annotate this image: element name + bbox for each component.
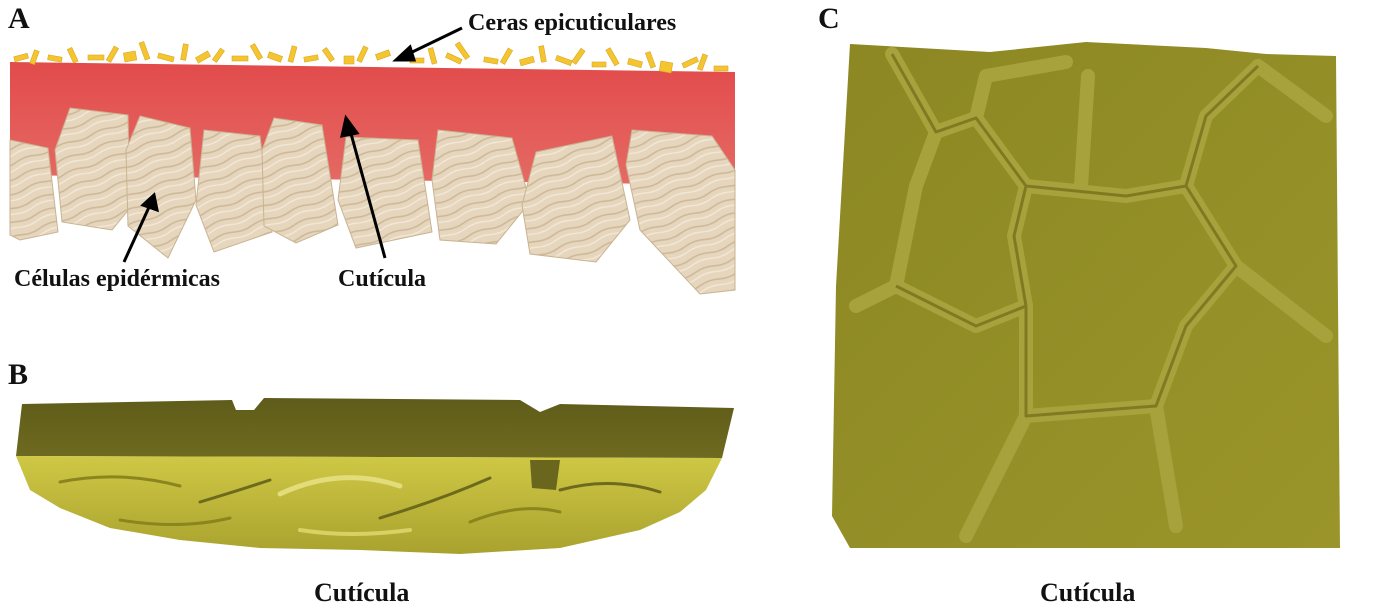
caption-c: Cutícula — [1040, 578, 1135, 608]
panel-b-illustration — [0, 390, 740, 570]
label-epidermal-cells: Células epidérmicas — [14, 266, 220, 293]
cuticle-top-face — [16, 398, 734, 458]
panel-a-illustration — [0, 0, 740, 300]
panel-b-letter: B — [8, 358, 28, 392]
caption-b: Cutícula — [314, 578, 409, 608]
panel-c-letter: C — [818, 2, 840, 36]
label-cuticle-a: Cutícula — [338, 266, 426, 293]
label-epicuticular-waxes: Ceras epicuticulares — [468, 10, 676, 37]
panel-c-illustration — [826, 36, 1356, 556]
cuticle-underside — [16, 456, 722, 554]
